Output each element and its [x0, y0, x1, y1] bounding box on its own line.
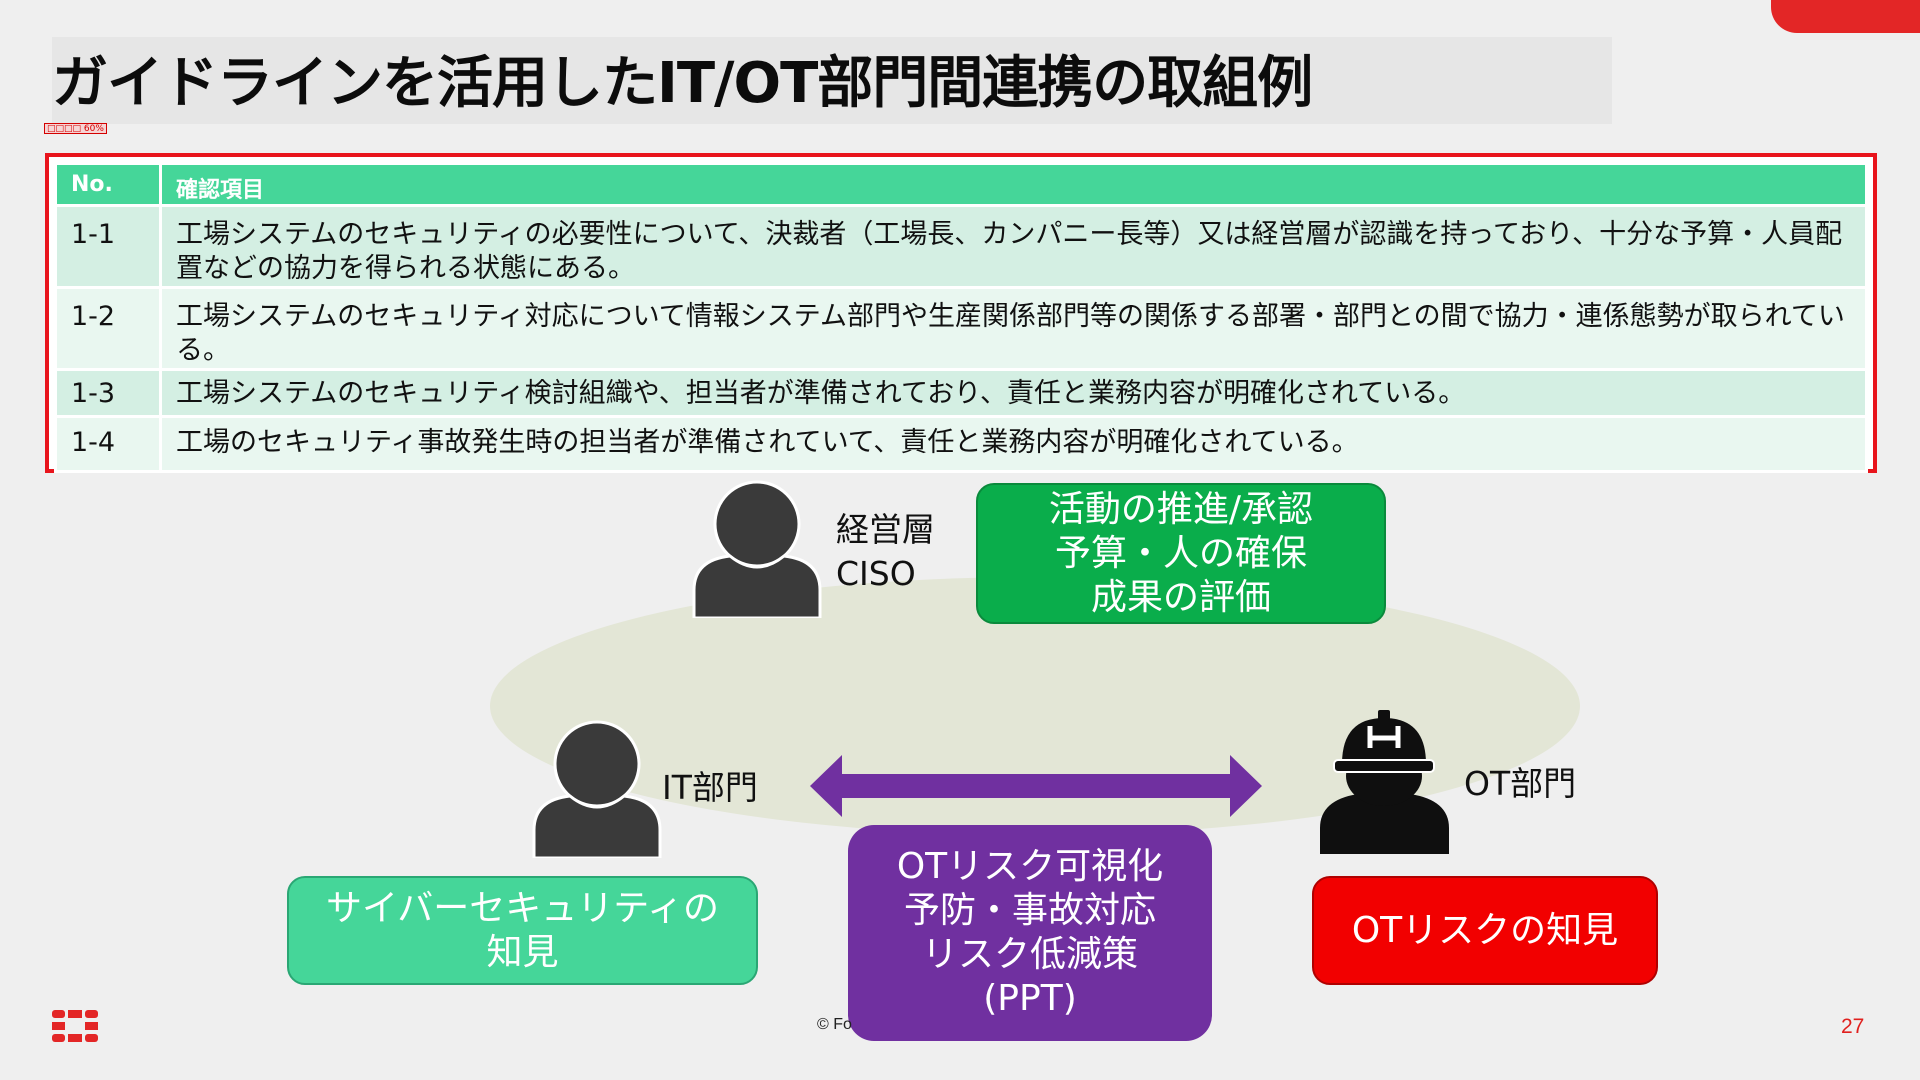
box-line: 予防・事故対応: [903, 890, 1156, 931]
row-text: 工場システムのセキュリティ対応について情報システム部門や生産関係部門等の関係する…: [159, 286, 1868, 371]
checklist-table-frame: No. 確認項目 1-1 工場システムのセキュリティの必要性について、決裁者（工…: [45, 153, 1877, 473]
top-accent-bar: [1771, 0, 1920, 33]
it-knowledge-box: サイバーセキュリティの 知見: [287, 876, 758, 985]
header-item: 確認項目: [159, 162, 1868, 207]
it-department-label: IT部門: [662, 768, 758, 807]
ot-department-label: OT部門: [1464, 764, 1577, 803]
table-row: 1-4 工場のセキュリティ事故発生時の担当者が準備されていて、責任と業務内容が明…: [54, 415, 1868, 473]
box-line: サイバーセキュリティの: [325, 887, 720, 929]
row-text: 工場システムのセキュリティの必要性について、決裁者（工場長、カンパニー長等）又は…: [159, 204, 1868, 289]
row-text: 工場システムのセキュリティ検討組織や、担当者が準備されており、責任と業務内容が明…: [159, 368, 1868, 418]
box-line: リスク低減策: [921, 934, 1138, 975]
row-no: 1-2: [54, 286, 162, 371]
box-line: OTリスクの知見: [1351, 909, 1619, 951]
ot-knowledge-box: OTリスクの知見: [1312, 876, 1658, 985]
company-logo-icon: [52, 1010, 98, 1046]
table-row: 1-3 工場システムのセキュリティ検討組織や、担当者が準備されており、責任と業務…: [54, 368, 1868, 418]
table-header-row: No. 確認項目: [54, 162, 1868, 207]
ot-risk-measures-box: OTリスク可視化 予防・事故対応 リスク低減策 (PPT): [848, 825, 1212, 1041]
box-line: 知見: [486, 931, 559, 973]
table-row: 1-1 工場システムのセキュリティの必要性について、決裁者（工場長、カンパニー長…: [54, 204, 1868, 289]
management-label-line: CISO: [836, 554, 916, 593]
table-row: 1-2 工場システムのセキュリティ対応について情報システム部門や生産関係部門等の…: [54, 286, 1868, 371]
person-icon: [532, 720, 662, 858]
management-label-line: 経営層: [836, 510, 935, 549]
copyright-text: © Fo: [817, 1016, 852, 1033]
management-role-box: 活動の推進/承認 予算・人の確保 成果の評価: [976, 483, 1386, 624]
checklist-table: No. 確認項目 1-1 工場システムのセキュリティの必要性について、決裁者（工…: [54, 162, 1868, 473]
zoom-note: □□□□ 60%: [44, 123, 107, 134]
box-line: 活動の推進/承認: [1048, 488, 1314, 530]
row-no: 1-3: [54, 368, 162, 418]
double-arrow-icon: [810, 755, 1262, 821]
header-no: No.: [54, 162, 162, 207]
page-number: 27: [1841, 1015, 1865, 1038]
row-no: 1-4: [54, 415, 162, 473]
person-icon: [692, 480, 822, 618]
box-line: 成果の評価: [1090, 576, 1271, 618]
box-line: (PPT): [983, 978, 1077, 1019]
box-line: 予算・人の確保: [1054, 532, 1307, 574]
management-label: 経営層 CISO: [836, 508, 935, 596]
box-line: OTリスク可視化: [896, 846, 1164, 887]
row-no: 1-1: [54, 204, 162, 289]
row-text: 工場のセキュリティ事故発生時の担当者が準備されていて、責任と業務内容が明確化され…: [159, 415, 1868, 473]
page-title: ガイドラインを活用したIT/OT部門間連携の取組例: [52, 51, 1313, 116]
worker-helmet-icon: [1312, 710, 1457, 854]
title-background: [52, 37, 1612, 124]
